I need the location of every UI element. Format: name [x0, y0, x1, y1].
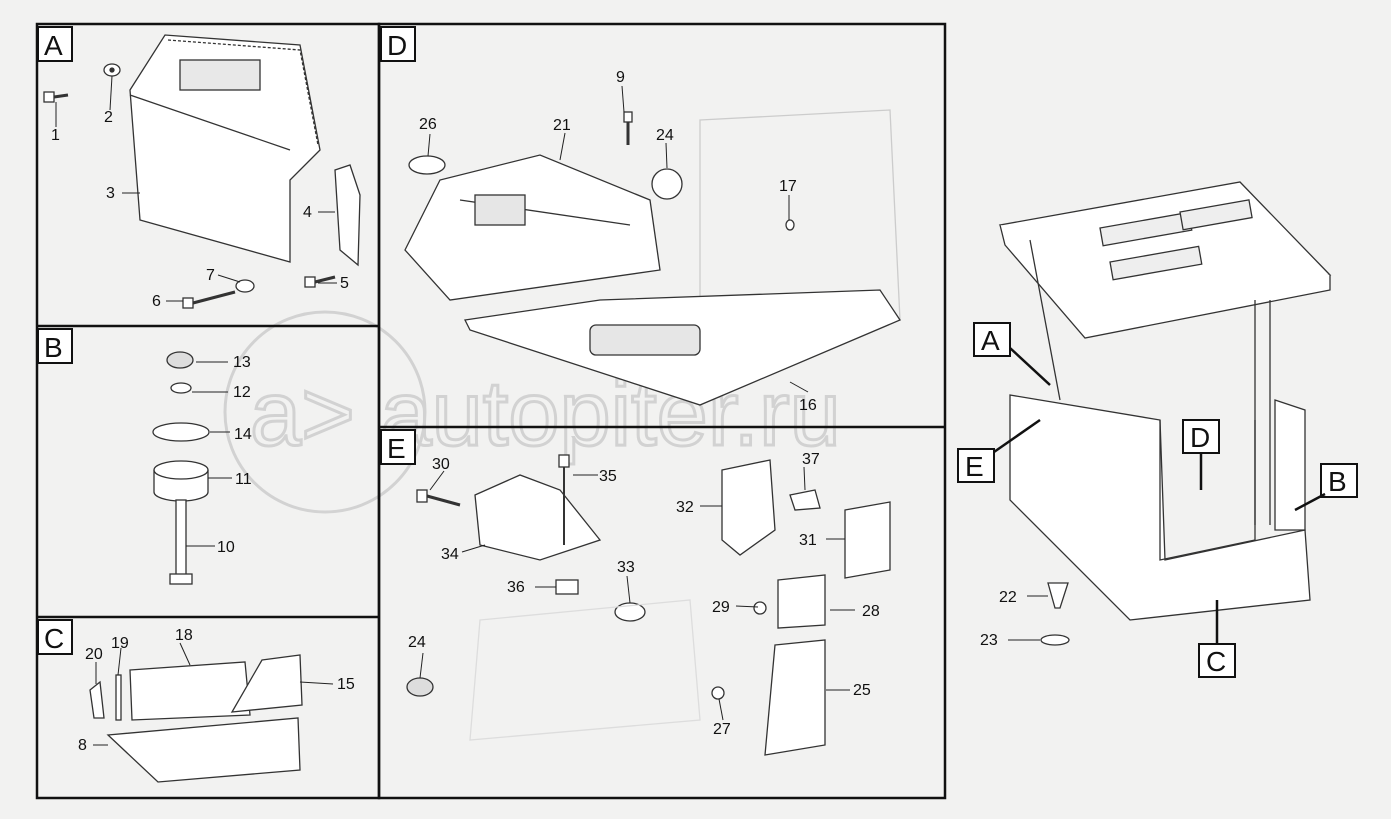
callouts: 1 2 3 4 5 6 7 13 12 14 11 10 20 19 18 15…: [51, 69, 1017, 754]
cab-label-d: D: [1182, 419, 1220, 490]
callout-5: 5: [340, 275, 349, 292]
callout-16: 16: [799, 397, 817, 414]
cab-label-b: B: [1294, 463, 1358, 512]
panel-d-parts: [404, 109, 901, 406]
leader-lines: [55, 75, 1048, 746]
callout-34: 34: [441, 546, 459, 563]
callout-32: 32: [676, 499, 694, 516]
callout-18: 18: [175, 627, 193, 644]
svg-text:C: C: [44, 623, 64, 654]
callout-8: 8: [78, 737, 87, 754]
callout-24-e: 24: [408, 634, 426, 651]
cab-label-a: A: [973, 322, 1051, 386]
callout-21: 21: [553, 117, 571, 134]
callout-13: 13: [233, 354, 251, 371]
callout-7: 7: [206, 267, 215, 284]
panel-label-b: B: [37, 328, 73, 364]
callout-37: 37: [802, 451, 820, 468]
svg-text:D: D: [387, 30, 407, 61]
callout-36: 36: [507, 579, 525, 596]
callout-4: 4: [303, 204, 312, 221]
callout-35: 35: [599, 468, 617, 485]
cab-labels: A E D B C: [957, 322, 1358, 678]
panel-frames: [35, 22, 947, 800]
svg-text:C: C: [1206, 646, 1226, 677]
panel-label-a: A: [37, 26, 73, 62]
callout-2: 2: [104, 109, 113, 126]
callout-12: 12: [233, 384, 251, 401]
svg-text:A: A: [44, 30, 63, 61]
panel-letters: A B C D E: [37, 26, 416, 655]
callout-10: 10: [217, 539, 235, 556]
panel-label-d: D: [380, 26, 416, 62]
cab-label-c: C: [1198, 600, 1236, 678]
panel-label-e: E: [380, 429, 416, 465]
callout-25: 25: [853, 682, 871, 699]
callout-33: 33: [617, 559, 635, 576]
svg-text:A: A: [981, 325, 1000, 356]
callout-20: 20: [85, 646, 103, 663]
svg-text:B: B: [1328, 466, 1347, 497]
svg-text:E: E: [965, 451, 984, 482]
callout-31: 31: [799, 532, 817, 549]
callout-27: 27: [713, 721, 731, 738]
cab-label-e: E: [957, 418, 1041, 483]
callout-15: 15: [337, 676, 355, 693]
callout-1: 1: [51, 127, 60, 144]
callout-28: 28: [862, 603, 880, 620]
callout-22: 22: [999, 589, 1017, 606]
callout-30: 30: [432, 456, 450, 473]
cab-assembly: [998, 181, 1332, 646]
callout-3: 3: [106, 185, 115, 202]
callout-11: 11: [235, 471, 252, 488]
svg-text:B: B: [44, 332, 63, 363]
callout-23: 23: [980, 632, 998, 649]
panel-c-parts: [89, 654, 303, 783]
svg-text:E: E: [387, 433, 406, 464]
callout-26: 26: [419, 116, 437, 133]
callout-19: 19: [111, 635, 129, 652]
panel-b-parts: [152, 351, 210, 585]
callout-24-d: 24: [656, 127, 674, 144]
callout-17: 17: [779, 178, 797, 195]
callout-9: 9: [616, 69, 625, 86]
callout-6: 6: [152, 293, 161, 310]
panel-a-parts: [43, 34, 361, 309]
callout-29: 29: [712, 599, 730, 616]
panel-label-c: C: [37, 619, 73, 655]
panel-e-parts: [406, 454, 891, 756]
callout-14: 14: [234, 426, 252, 443]
svg-text:D: D: [1190, 422, 1210, 453]
